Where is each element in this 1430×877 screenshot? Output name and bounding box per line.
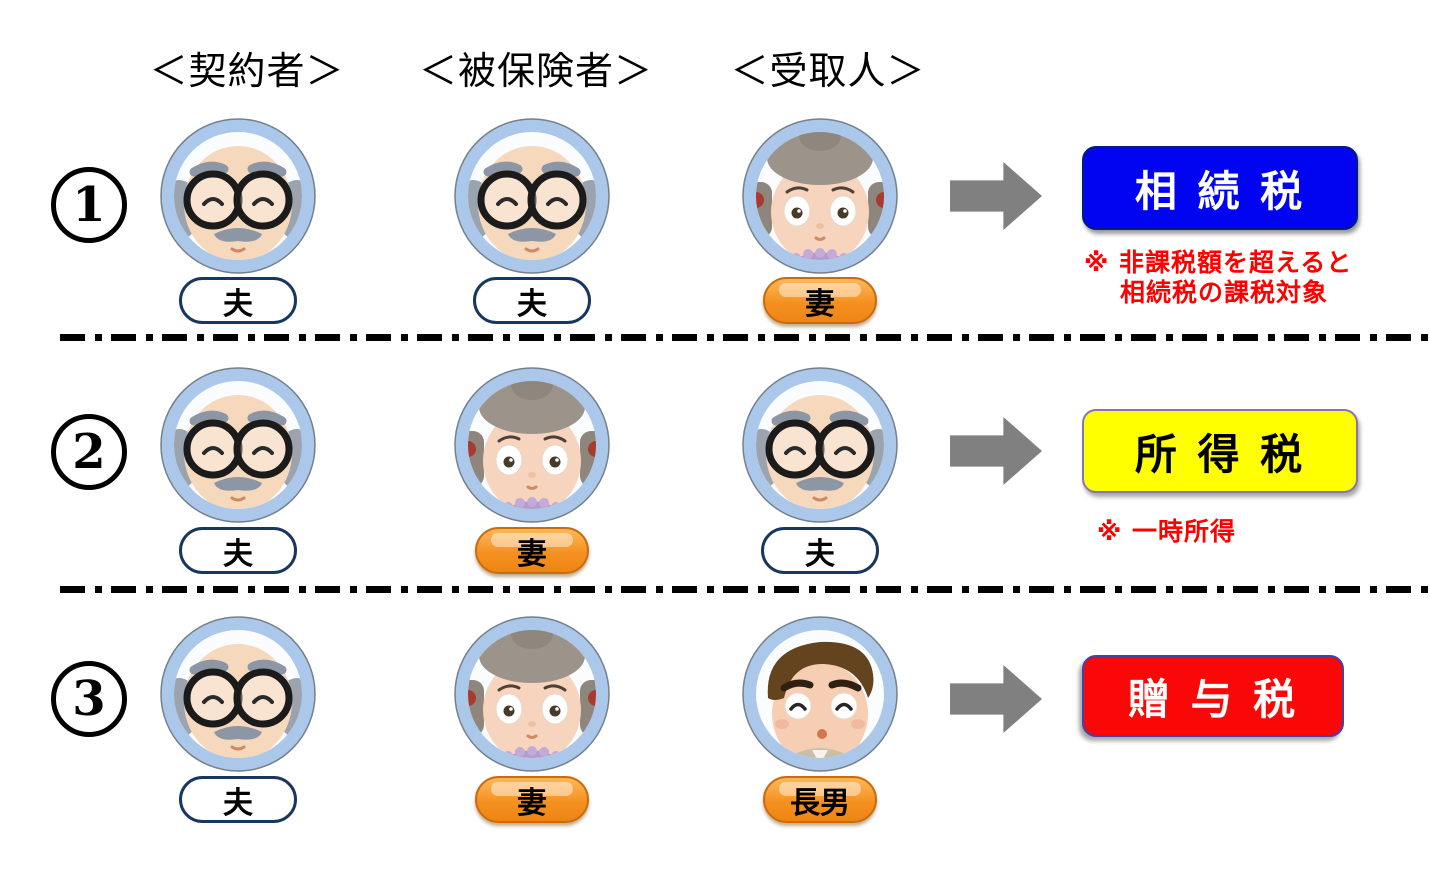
relation-label: 夫	[517, 286, 547, 322]
avatar-husband-icon	[158, 614, 318, 774]
column-header-insured: ＜被保険者＞	[418, 49, 654, 93]
scenario-number-1: 1	[51, 167, 127, 243]
scenario-number-3: 3	[51, 661, 127, 737]
relation-pill: 妻	[475, 527, 589, 574]
tax-box-income: 所 得 税	[1082, 409, 1358, 493]
avatar-son-icon	[740, 614, 900, 774]
footnote-line: ※ 一時所得	[1097, 517, 1237, 546]
scenario-number-2: 2	[51, 414, 127, 490]
relation-label: 妻	[517, 536, 547, 572]
dash-dot-divider	[60, 334, 1428, 341]
avatar-wife-icon	[452, 365, 612, 525]
relation-label: 妻	[517, 785, 547, 821]
avatar-wife-icon	[452, 614, 612, 774]
avatar-husband-icon	[158, 116, 318, 276]
column-header-contractor: ＜契約者＞	[149, 49, 345, 93]
relation-label: 夫	[805, 536, 835, 572]
relation-pill: 妻	[475, 776, 589, 823]
column-header-beneficiary: ＜受取人＞	[730, 49, 926, 93]
relation-pill: 夫	[473, 277, 591, 324]
relation-pill: 夫	[179, 277, 297, 324]
avatar-wife-icon	[740, 116, 900, 276]
footnote-line: ※ 非課税額を超えると	[1084, 248, 1353, 277]
relation-pill: 夫	[179, 776, 297, 823]
tax-box-gift: 贈 与 税	[1082, 655, 1344, 737]
right-arrow-icon	[950, 665, 1042, 733]
right-arrow-icon	[950, 417, 1042, 485]
relation-label: 夫	[223, 536, 253, 572]
relation-label: 妻	[805, 286, 835, 322]
relation-label: 夫	[223, 785, 253, 821]
relation-pill: 妻	[763, 277, 877, 324]
footnote-line: 相続税の課税対象	[1120, 278, 1329, 307]
relation-label: 夫	[223, 286, 253, 322]
avatar-husband-icon	[740, 365, 900, 525]
relation-pill: 夫	[761, 527, 879, 574]
avatar-husband-icon	[158, 365, 318, 525]
avatar-husband-icon	[452, 116, 612, 276]
tax-box-inheritance: 相 続 税	[1082, 146, 1358, 230]
relation-pill: 夫	[179, 527, 297, 574]
dash-dot-divider	[60, 586, 1428, 593]
relation-label: 長男	[790, 785, 850, 821]
right-arrow-icon	[950, 162, 1042, 230]
relation-pill: 長男	[763, 776, 877, 823]
